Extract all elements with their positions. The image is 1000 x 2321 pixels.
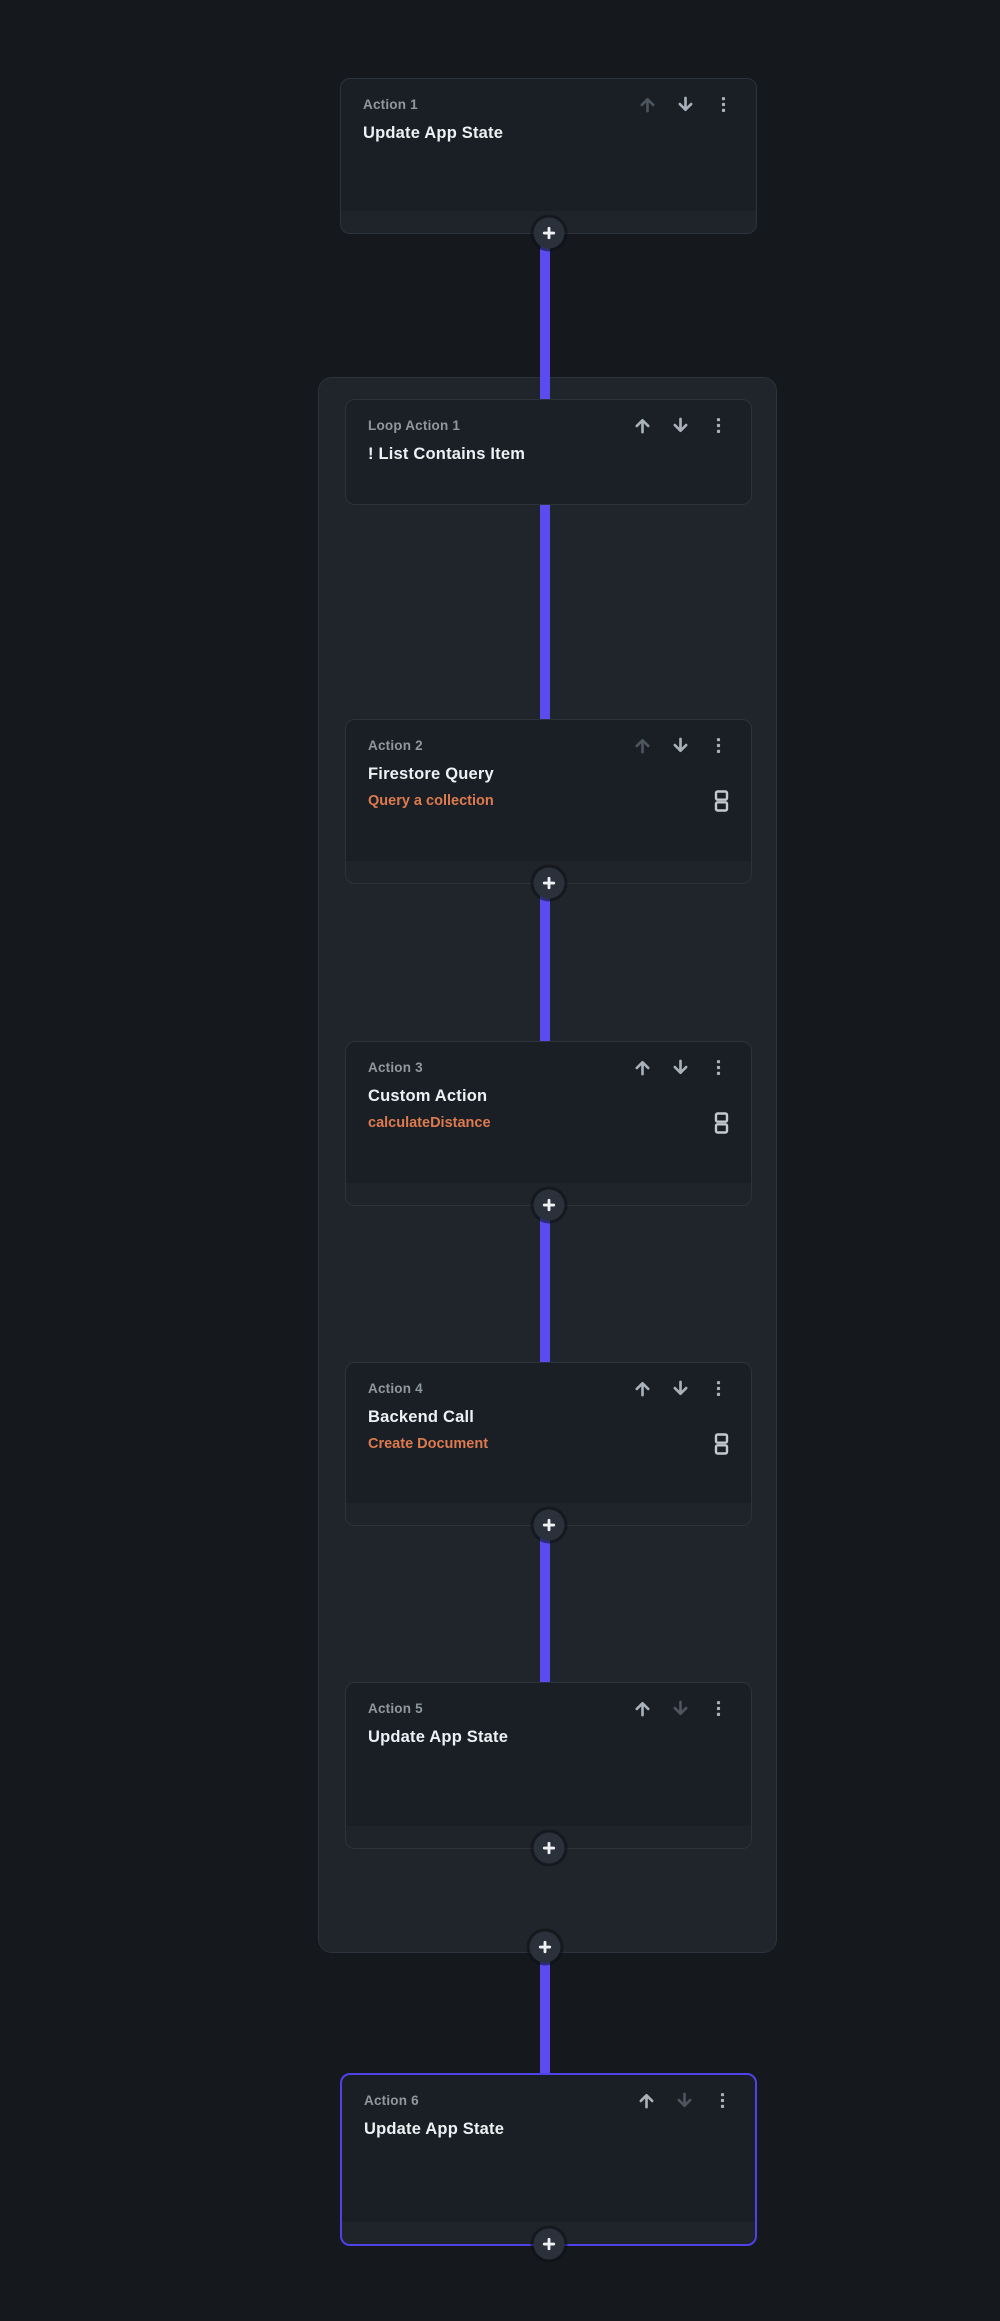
action-card-action-2[interactable]: Action 2 Firestore Query Query a collect… xyxy=(345,719,752,899)
kebab-menu-icon[interactable] xyxy=(712,2090,733,2111)
card-actions xyxy=(636,2090,733,2111)
kebab-menu-icon[interactable] xyxy=(708,1057,729,1078)
add-action-button[interactable] xyxy=(533,2228,564,2260)
output-variable-icon xyxy=(714,1432,729,1456)
connector-line xyxy=(540,1944,550,2080)
move-up-icon[interactable] xyxy=(632,1057,653,1078)
action-label: Action 1 xyxy=(363,97,418,112)
action-label: Action 6 xyxy=(364,2093,419,2108)
connector-line xyxy=(540,1522,550,1690)
action-card-loop-action-1[interactable]: Loop Action 1 ! List Contains Item xyxy=(345,399,752,505)
kebab-menu-icon[interactable] xyxy=(708,1698,729,1719)
move-down-icon[interactable] xyxy=(670,1057,691,1078)
action-card-action-5[interactable]: Action 5 Update App State xyxy=(345,1682,752,1864)
move-down-icon[interactable] xyxy=(670,1378,691,1399)
move-up-icon[interactable] xyxy=(637,94,658,115)
card-actions xyxy=(632,735,729,756)
connector-line xyxy=(540,1200,550,1370)
action-title: Custom Action xyxy=(368,1087,488,1105)
connector-line xyxy=(540,495,550,725)
move-down-icon[interactable] xyxy=(670,735,691,756)
action-label: Action 5 xyxy=(368,1701,423,1716)
action-subtitle: calculateDistance xyxy=(368,1115,491,1131)
add-action-button[interactable] xyxy=(533,1189,564,1221)
action-subtitle: Query a collection xyxy=(368,793,494,809)
kebab-menu-icon[interactable] xyxy=(713,94,734,115)
action-title: ! List Contains Item xyxy=(368,445,526,463)
move-up-icon[interactable] xyxy=(632,735,653,756)
action-label: Action 4 xyxy=(368,1381,423,1396)
action-title: Update App State xyxy=(368,1728,509,1746)
action-card-action-4[interactable]: Action 4 Backend Call Create Document xyxy=(345,1362,752,1541)
add-action-button[interactable] xyxy=(533,217,564,249)
action-title: Firestore Query xyxy=(368,765,494,783)
add-action-button[interactable] xyxy=(533,867,564,899)
action-title: Update App State xyxy=(364,2120,505,2138)
move-down-icon[interactable] xyxy=(674,2090,695,2111)
action-title: Backend Call xyxy=(368,1408,475,1426)
output-variable-icon xyxy=(714,789,729,813)
kebab-menu-icon[interactable] xyxy=(708,415,729,436)
action-label: Action 3 xyxy=(368,1060,423,1075)
action-card-action-3[interactable]: Action 3 Custom Action calculateDistance xyxy=(345,1041,752,1221)
move-down-icon[interactable] xyxy=(675,94,696,115)
card-actions xyxy=(632,415,729,436)
move-up-icon[interactable] xyxy=(632,1378,653,1399)
move-up-icon[interactable] xyxy=(632,415,653,436)
move-down-icon[interactable] xyxy=(670,415,691,436)
move-down-icon[interactable] xyxy=(670,1698,691,1719)
add-action-button[interactable] xyxy=(533,1832,564,1864)
connector-line xyxy=(540,880,550,1048)
add-action-button[interactable] xyxy=(533,1509,564,1541)
action-card-action-6[interactable]: Action 6 Update App State xyxy=(340,2073,757,2260)
action-label: Action 2 xyxy=(368,738,423,753)
card-actions xyxy=(637,94,734,115)
kebab-menu-icon[interactable] xyxy=(708,735,729,756)
move-up-icon[interactable] xyxy=(632,1698,653,1719)
connector-line xyxy=(540,244,550,404)
add-action-after-loop-button[interactable] xyxy=(529,1931,561,1963)
output-variable-icon xyxy=(714,1111,729,1135)
action-label: Loop Action 1 xyxy=(368,418,461,433)
action-card-action-1[interactable]: Action 1 Update App State xyxy=(340,78,757,249)
action-title: Update App State xyxy=(363,124,504,142)
move-up-icon[interactable] xyxy=(636,2090,657,2111)
card-actions xyxy=(632,1698,729,1719)
card-actions xyxy=(632,1378,729,1399)
action-subtitle: Create Document xyxy=(368,1436,489,1452)
kebab-menu-icon[interactable] xyxy=(708,1378,729,1399)
card-actions xyxy=(632,1057,729,1078)
